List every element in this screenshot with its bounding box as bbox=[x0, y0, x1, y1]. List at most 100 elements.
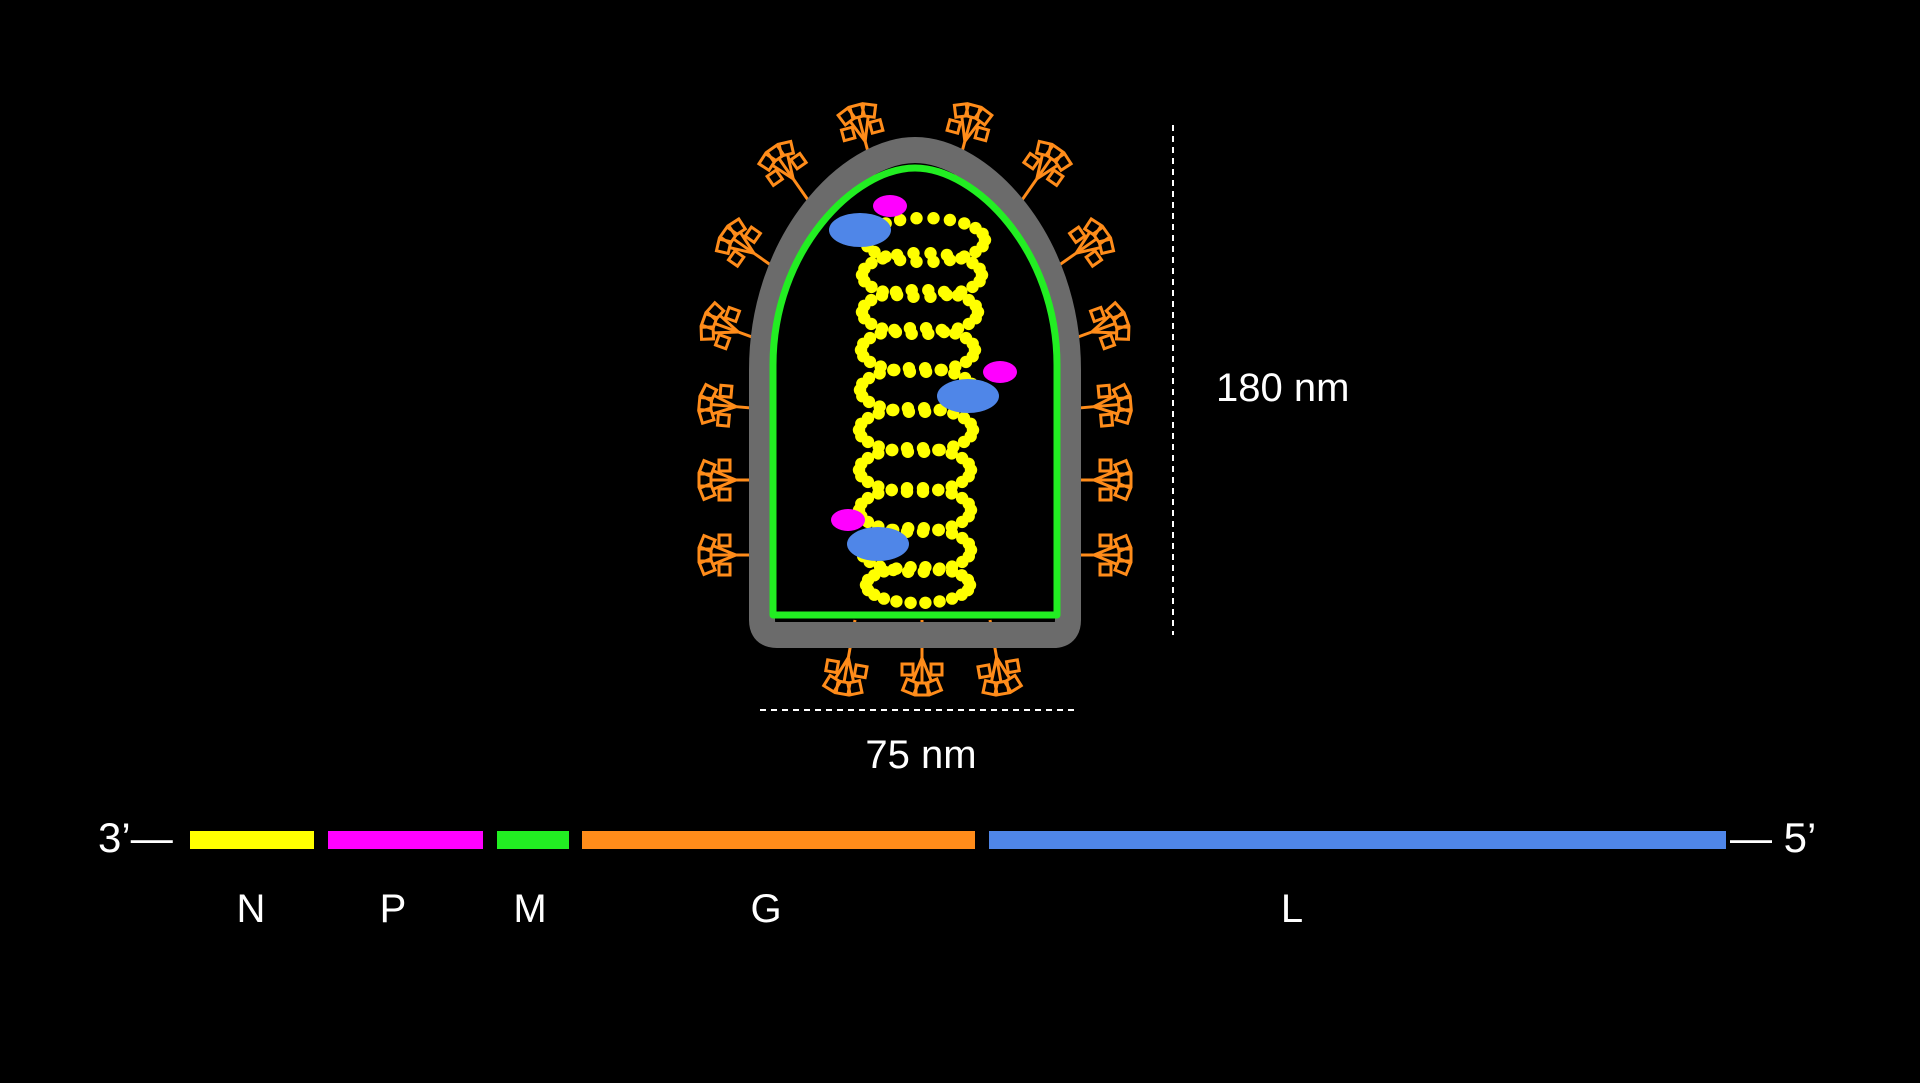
glycoprotein-spike bbox=[900, 620, 944, 697]
nucleoprotein-bead bbox=[877, 592, 891, 605]
phosphoprotein-p bbox=[983, 361, 1017, 383]
nucleoprotein-bead bbox=[900, 482, 914, 495]
nucleoprotein-bead bbox=[872, 407, 885, 420]
nucleoprotein-bead bbox=[907, 247, 920, 260]
nucleoprotein-bead bbox=[969, 245, 982, 259]
nucleoprotein-bead bbox=[917, 402, 931, 415]
width-label: 75 nm bbox=[865, 733, 976, 777]
nucleoprotein-bead bbox=[885, 443, 898, 457]
nucleoprotein-bead bbox=[962, 457, 975, 470]
polymerase-complexes bbox=[829, 195, 1017, 561]
glycoprotein-spike bbox=[1056, 533, 1133, 577]
nucleoprotein-bead bbox=[919, 596, 932, 609]
nucleoprotein-bead bbox=[861, 491, 875, 505]
nucleoprotein-bead bbox=[934, 363, 947, 377]
nucleoprotein-bead bbox=[885, 483, 898, 497]
nucleoprotein-bead bbox=[872, 447, 885, 460]
nucleoprotein-bead bbox=[886, 403, 899, 417]
height-label: 180 nm bbox=[1216, 366, 1349, 410]
nucleoprotein-bead bbox=[940, 248, 954, 262]
nucleoprotein-bead bbox=[919, 322, 933, 335]
nucleoprotein-bead bbox=[945, 592, 959, 605]
nucleoprotein-bead bbox=[918, 362, 932, 375]
phosphoprotein-p bbox=[831, 509, 865, 531]
nucleoprotein-bead bbox=[955, 515, 969, 529]
nucleoprotein-bead bbox=[933, 562, 946, 575]
nucleoprotein-bead bbox=[958, 217, 971, 230]
nucleoprotein-bead bbox=[932, 523, 945, 537]
nucleoprotein-bead bbox=[966, 337, 979, 350]
nucleoprotein-bead bbox=[962, 317, 975, 331]
gene-label-m: M bbox=[513, 887, 546, 931]
nucleoprotein-bead bbox=[924, 247, 937, 260]
nucleoprotein-bead bbox=[937, 285, 951, 299]
nucleoprotein-bead bbox=[900, 442, 914, 455]
nucleoprotein-bead bbox=[862, 371, 876, 385]
nucleoprotein-bead bbox=[876, 252, 889, 265]
nucleoprotein-bead bbox=[948, 367, 961, 380]
gene-label-l: L bbox=[1281, 887, 1303, 931]
gene-label-g: G bbox=[750, 887, 781, 931]
glycoprotein-spike bbox=[1055, 300, 1131, 351]
nucleoprotein-bead bbox=[861, 411, 875, 425]
glycoprotein-spike bbox=[836, 102, 885, 179]
glycoprotein-spike bbox=[697, 458, 774, 502]
nucleoprotein-bead bbox=[861, 451, 875, 465]
gene-bar-m bbox=[497, 831, 569, 849]
nucleoprotein-bead bbox=[943, 213, 957, 227]
nucleoprotein-bead bbox=[890, 595, 903, 608]
nucleoprotein-bead bbox=[868, 569, 881, 582]
polymerase-l bbox=[937, 379, 999, 413]
nucleoprotein-bead bbox=[910, 212, 923, 225]
nucleoprotein-bead bbox=[865, 256, 878, 270]
nucleoprotein-bead bbox=[904, 596, 917, 609]
nucleoprotein-bead bbox=[955, 475, 969, 489]
nucleoprotein-bead bbox=[875, 289, 889, 302]
gene-bar-p bbox=[328, 831, 483, 849]
nucleoprotein-bead bbox=[964, 417, 977, 430]
nucleoprotein-bead bbox=[927, 212, 940, 225]
nucleoprotein-bead bbox=[933, 595, 946, 608]
nucleoprotein-bead bbox=[949, 327, 962, 340]
nucleoprotein-bead bbox=[962, 497, 975, 510]
nucleoprotein-bead bbox=[955, 588, 968, 601]
nucleoprotein-bead bbox=[901, 402, 915, 415]
nucleoprotein-bead bbox=[956, 555, 969, 569]
viral-envelope bbox=[749, 137, 1081, 648]
nucleoprotein-helix bbox=[852, 212, 992, 609]
gene-label-n: N bbox=[237, 887, 266, 931]
nucleoprotein-bead bbox=[962, 537, 975, 550]
nucleoprotein-bead bbox=[865, 293, 878, 307]
phosphoprotein-p bbox=[873, 195, 907, 217]
nucleoprotein-bead bbox=[863, 331, 877, 345]
nucleoprotein-bead bbox=[951, 289, 965, 302]
gene-label-p: P bbox=[380, 887, 407, 931]
nucleoprotein-bead bbox=[916, 442, 930, 455]
nucleoprotein-bead bbox=[922, 284, 935, 297]
nucleoprotein-bead bbox=[893, 213, 907, 227]
nucleoprotein-bead bbox=[959, 355, 973, 369]
nucleoprotein-bead bbox=[969, 299, 982, 312]
nucleoprotein-bead bbox=[933, 403, 946, 417]
nucleoprotein-bead bbox=[890, 562, 903, 575]
nucleoprotein-bead bbox=[945, 447, 958, 460]
nucleoprotein-bead bbox=[945, 527, 959, 540]
nucleoprotein-bead bbox=[945, 565, 959, 578]
nucleoprotein-bead bbox=[945, 487, 958, 500]
nucleoprotein-bead bbox=[874, 327, 887, 340]
nucleoprotein-bead bbox=[932, 443, 945, 457]
glycoprotein-spike bbox=[697, 533, 774, 577]
nucleoprotein-bead bbox=[966, 280, 979, 294]
nucleoprotein-bead bbox=[935, 323, 948, 337]
nucleoprotein-bead bbox=[932, 483, 945, 497]
nucleoprotein-bead bbox=[877, 565, 891, 578]
nucleoprotein-bead bbox=[916, 482, 930, 495]
nucleoprotein-bead bbox=[917, 522, 930, 535]
nucleoprotein-bead bbox=[872, 487, 885, 500]
polymerase-l bbox=[847, 527, 909, 561]
nucleoprotein-bead bbox=[903, 322, 917, 335]
nucleoprotein-bead bbox=[973, 262, 986, 275]
matrix-protein-layer bbox=[769, 164, 1061, 619]
